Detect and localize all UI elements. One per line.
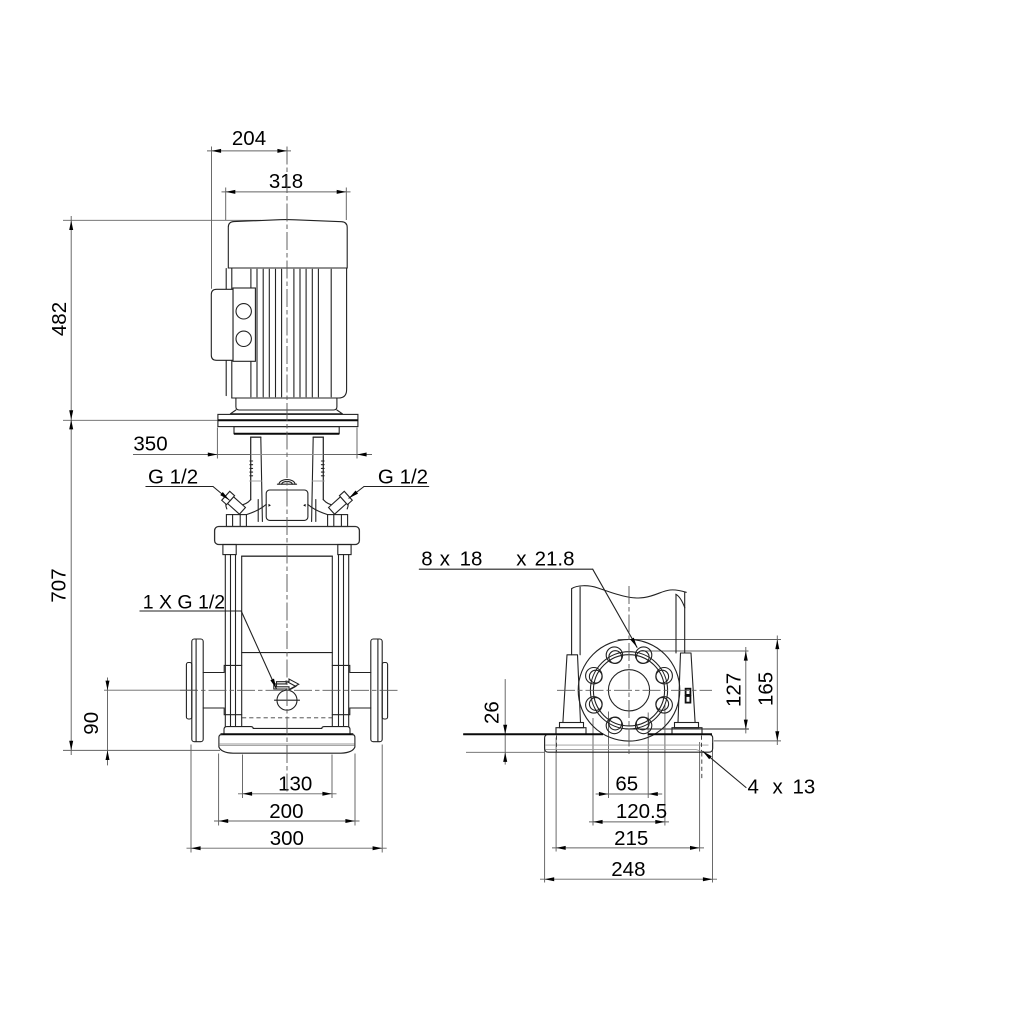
svg-text:G 1/2: G 1/2	[148, 465, 198, 488]
svg-text:200: 200	[269, 800, 303, 823]
svg-text:G 1/2: G 1/2	[378, 465, 428, 488]
svg-text:1 X G 1/2: 1 X G 1/2	[143, 592, 225, 614]
svg-text:65: 65	[615, 772, 638, 795]
svg-text:350: 350	[133, 432, 167, 455]
svg-text:127: 127	[723, 673, 746, 707]
svg-text:248: 248	[611, 858, 645, 881]
svg-text:90: 90	[80, 712, 103, 735]
svg-text:165: 165	[754, 672, 777, 706]
svg-text:318: 318	[269, 170, 303, 193]
svg-text:204: 204	[232, 127, 266, 150]
svg-text:482: 482	[48, 302, 71, 336]
svg-text:130: 130	[278, 772, 312, 795]
svg-text:26: 26	[481, 701, 504, 724]
svg-text:707: 707	[47, 568, 70, 602]
svg-text:215: 215	[614, 827, 648, 850]
svg-text:120.5: 120.5	[616, 800, 667, 823]
svg-text:300: 300	[270, 827, 304, 850]
